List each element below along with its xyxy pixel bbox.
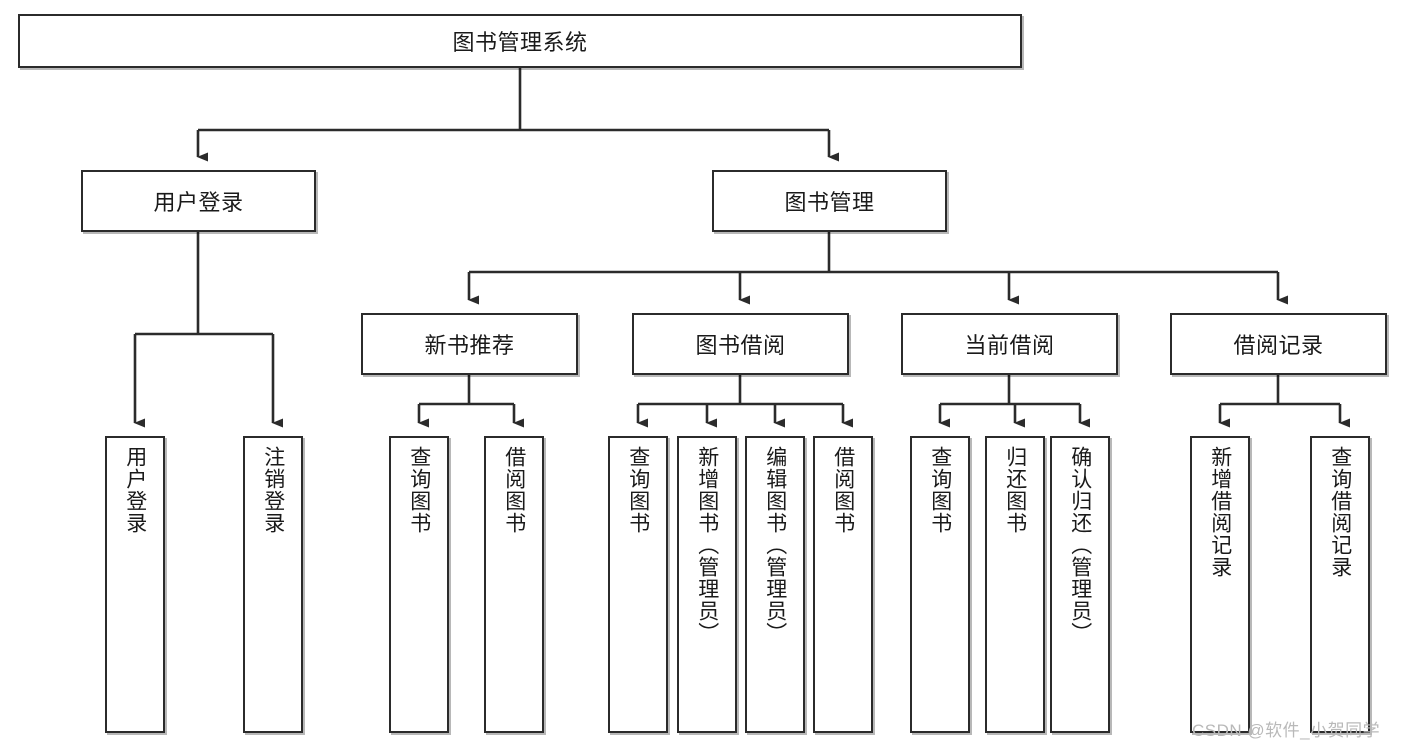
node-label: 图书借阅 <box>695 333 786 358</box>
node-label: 新增图书（管理员） <box>695 446 719 644</box>
node-label: 查询借阅记录 <box>1328 446 1352 578</box>
leaf-node-注销登录[interactable]: 注销登录 <box>243 436 303 733</box>
leaf-node-编辑图书管理员[interactable]: 编辑图书（管理员） <box>745 436 805 733</box>
node-label: 查询图书 <box>626 446 650 534</box>
node-label: 借阅图书 <box>831 446 855 534</box>
leaf-node-借阅图书[interactable]: 借阅图书 <box>484 436 544 733</box>
level3-node-借阅记录[interactable]: 借阅记录 <box>1170 313 1387 375</box>
csdn-watermark: CSDN @软件_小贺同学 <box>1192 721 1381 740</box>
node-label: 编辑图书（管理员） <box>763 446 787 644</box>
node-label: 归还图书 <box>1003 446 1027 534</box>
leaf-node-归还图书[interactable]: 归还图书 <box>985 436 1045 733</box>
level3-node-新书推荐[interactable]: 新书推荐 <box>361 313 578 375</box>
node-label: 新增借阅记录 <box>1208 446 1232 578</box>
node-label: 图书管理 <box>784 190 875 215</box>
leaf-node-新增图书管理员[interactable]: 新增图书（管理员） <box>677 436 737 733</box>
node-label: 借阅图书 <box>502 446 526 534</box>
leaf-node-查询图书[interactable]: 查询图书 <box>910 436 970 733</box>
level3-node-当前借阅[interactable]: 当前借阅 <box>901 313 1118 375</box>
leaf-node-查询图书[interactable]: 查询图书 <box>389 436 449 733</box>
level3-node-图书借阅[interactable]: 图书借阅 <box>632 313 849 375</box>
node-label: 用户登录 <box>153 190 244 215</box>
leaf-node-新增借阅记录[interactable]: 新增借阅记录 <box>1190 436 1250 733</box>
level2-node-图书管理[interactable]: 图书管理 <box>712 170 947 232</box>
leaf-node-借阅图书[interactable]: 借阅图书 <box>813 436 873 733</box>
leaf-node-用户登录[interactable]: 用户登录 <box>105 436 165 733</box>
node-label: 注销登录 <box>261 446 285 534</box>
leaf-node-查询图书[interactable]: 查询图书 <box>608 436 668 733</box>
node-label: 确认归还（管理员） <box>1068 446 1092 644</box>
root-node-图书管理系统[interactable]: 图书管理系统 <box>18 14 1022 68</box>
leaf-node-查询借阅记录[interactable]: 查询借阅记录 <box>1310 436 1370 733</box>
node-label: 图书管理系统 <box>452 30 588 55</box>
node-label: 用户登录 <box>123 446 147 534</box>
node-label: 借阅记录 <box>1233 333 1324 358</box>
node-label: 新书推荐 <box>424 333 515 358</box>
level2-node-用户登录[interactable]: 用户登录 <box>81 170 316 232</box>
node-label: 查询图书 <box>928 446 952 534</box>
node-label: 当前借阅 <box>964 333 1055 358</box>
leaf-node-确认归还管理员[interactable]: 确认归还（管理员） <box>1050 436 1110 733</box>
node-label: 查询图书 <box>407 446 431 534</box>
